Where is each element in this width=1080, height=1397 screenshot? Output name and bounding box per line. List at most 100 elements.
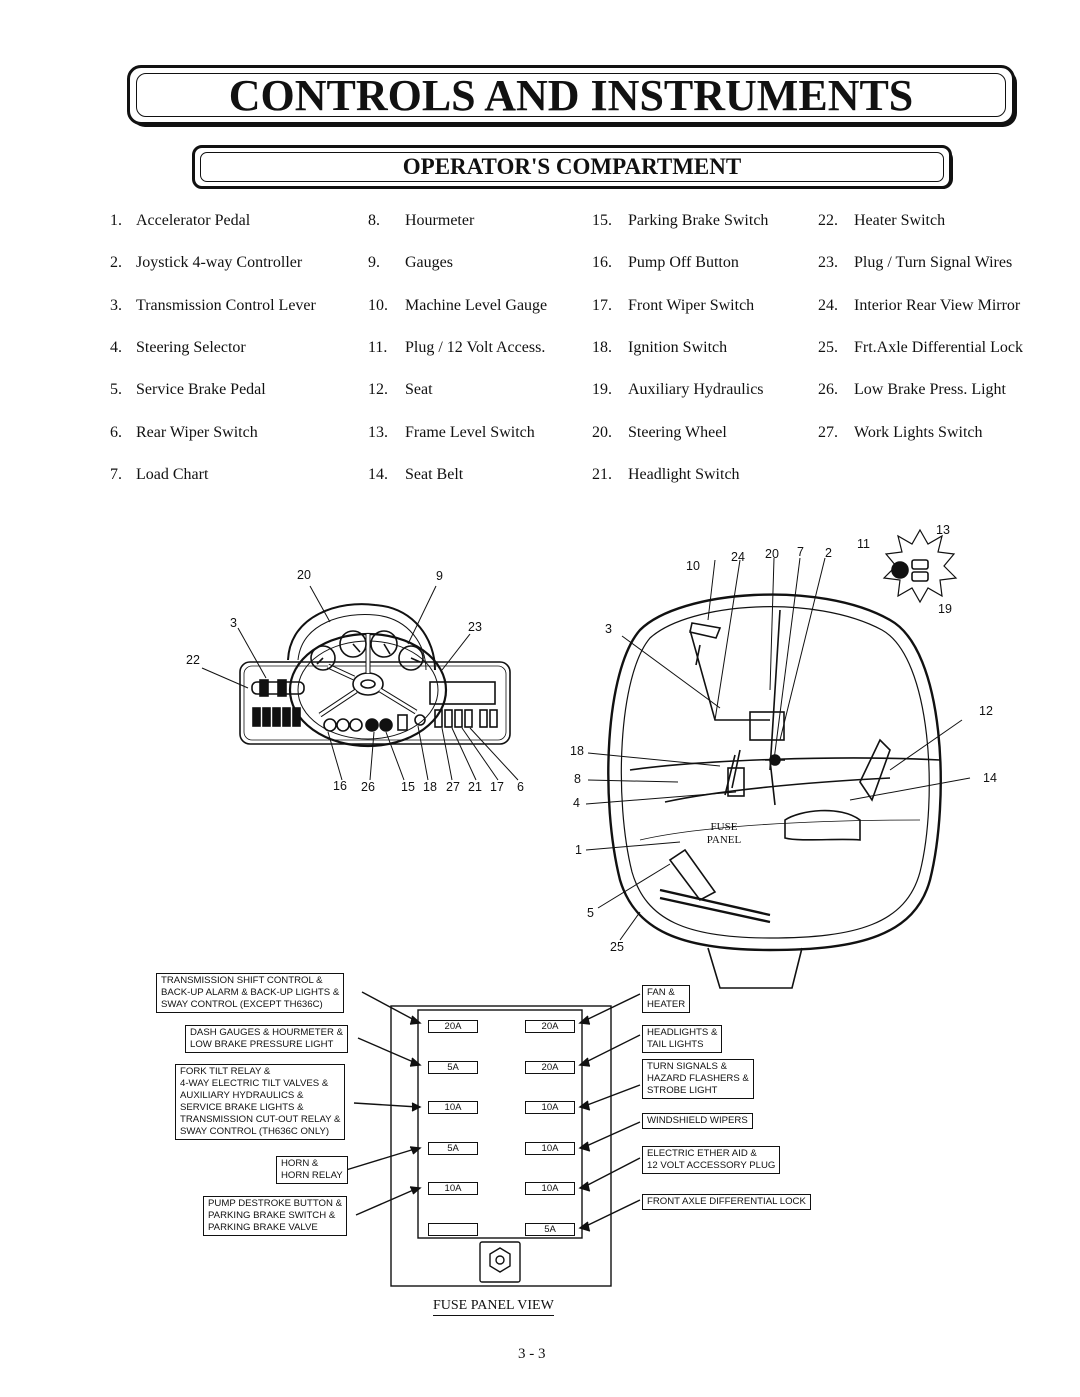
cab-callout-25: 25 (610, 940, 624, 954)
legend-item: 8.Hourmeter (368, 212, 474, 230)
legend-item: 26.Low Brake Press. Light (818, 381, 1006, 399)
title-banner-inner-border (136, 73, 1006, 117)
legend-label: Heater Switch (854, 212, 946, 229)
dash-callout-21: 21 (468, 780, 482, 794)
legend-label: Parking Brake Switch (628, 212, 769, 229)
legend-number: 3. (110, 297, 122, 314)
fuse-panel-diagram (345, 991, 641, 1287)
legend-label: Frt.Axle Differential Lock (854, 339, 1023, 356)
legend-label: Steering Wheel (628, 424, 727, 441)
legend-label: Machine Level Gauge (405, 297, 548, 314)
legend-item: 17.Front Wiper Switch (592, 297, 754, 315)
right-fuse: 5A (525, 1223, 575, 1236)
fuse-panel-caption: FUSE PANEL VIEW (433, 1298, 554, 1316)
legend-label: Service Brake Pedal (136, 381, 266, 398)
cab-callout-7: 7 (797, 545, 804, 559)
cab-callout-12: 12 (979, 704, 993, 718)
legend-label: Steering Selector (136, 339, 246, 356)
fuse-circuit-right-label-box: ELECTRIC ETHER AID &12 VOLT ACCESSORY PL… (642, 1146, 781, 1174)
legend-item: 20.Steering Wheel (592, 424, 727, 442)
legend-label: Load Chart (136, 466, 209, 483)
legend-number: 25. (818, 339, 838, 356)
legend-item: 6.Rear Wiper Switch (110, 424, 258, 442)
cab-callout-4: 4 (573, 796, 580, 810)
legend-item: 11.Plug / 12 Volt Access. (368, 339, 545, 357)
cab-callout-19: 19 (938, 602, 952, 616)
fuse-circuit-right-label-line: TURN SIGNALS & (647, 1061, 727, 1072)
fuse-circuit-right-label-line: STROBE LIGHT (647, 1085, 718, 1096)
fuse-circuit-left-label-box: TRANSMISSION SHIFT CONTROL &BACK-UP ALAR… (156, 973, 345, 1013)
fuse-circuit-right-label-line: HEATER (647, 999, 686, 1010)
legend-label: Work Lights Switch (854, 424, 983, 441)
cab-callout-1: 1 (575, 843, 582, 857)
legend-label: Gauges (405, 254, 453, 271)
title-banner: CONTROLS AND INSTRUMENTS (127, 65, 1015, 125)
fuse-circuit-left-label-line: PARKING BRAKE VALVE (208, 1222, 318, 1233)
fuse-circuit-left-label-line: TRANSMISSION CUT-OUT RELAY & (180, 1114, 341, 1125)
subtitle-banner-inner-border (200, 152, 944, 182)
right-fuse: 10A (525, 1101, 575, 1114)
legend-number: 13. (368, 424, 388, 441)
legend-label: Low Brake Press. Light (854, 381, 1006, 398)
dash-callout-18: 18 (423, 780, 437, 794)
legend-number: 1. (110, 212, 122, 229)
legend-item: 19. Auxiliary Hydraulics (592, 381, 764, 399)
legend-item: 13. Frame Level Switch (368, 424, 535, 442)
fuse-circuit-right-label-line: 12 VOLT ACCESSORY PLUG (647, 1160, 776, 1171)
legend-item: 25. Frt.Axle Differential Lock (818, 339, 1023, 357)
fuse-circuit-right-label-box: TURN SIGNALS &HAZARD FLASHERS &STROBE LI… (642, 1059, 754, 1099)
legend-label: Seat Belt (405, 466, 464, 483)
dash-callout-27: 27 (446, 780, 460, 794)
left-fuse (428, 1223, 478, 1236)
legend-label: Interior Rear View Mirror (854, 297, 1021, 314)
legend-number: 8. (368, 212, 380, 229)
cab-callout-11: 11 (857, 537, 870, 551)
dash-callout-16: 16 (333, 779, 347, 793)
legend-item: 18.Ignition Switch (592, 339, 727, 357)
legend-number: 2. (110, 254, 122, 271)
fuse-circuit-right-label-line: TAIL LIGHTS (647, 1039, 704, 1050)
fuse-circuit-right-label-line: FAN & (647, 987, 675, 998)
fuse-circuit-left-label-box: HORN &HORN RELAY (276, 1156, 348, 1184)
dash-callout-22: 22 (186, 653, 200, 667)
cab-callout-13: 13 (936, 523, 950, 537)
cab-callout-5: 5 (587, 906, 594, 920)
legend-item: 4. Steering Selector (110, 339, 246, 357)
fuse-circuit-right-label-line: HEADLIGHTS & (647, 1027, 718, 1038)
fuse-circuit-right-label-box: FAN &HEATER (642, 985, 691, 1013)
cab-callout-2: 2 (825, 546, 832, 560)
legend-number: 11. (368, 339, 388, 356)
legend-item: 9. Gauges (368, 254, 453, 272)
fuse-circuit-right-label-box: FRONT AXLE DIFFERENTIAL LOCK (642, 1194, 811, 1210)
fuse-circuit-left-label-line: LOW BRAKE PRESSURE LIGHT (190, 1039, 334, 1050)
legend-item: 3.Transmission Control Lever (110, 297, 316, 315)
right-fuse: 20A (525, 1061, 575, 1074)
fuse-circuit-right-label-line: HAZARD FLASHERS & (647, 1073, 749, 1084)
fuse-circuit-left-label-line: 4-WAY ELECTRIC TILT VALVES & (180, 1078, 329, 1089)
fuse-circuit-left-label-line: TRANSMISSION SHIFT CONTROL & (161, 975, 323, 986)
legend-item: 23.Plug / Turn Signal Wires (818, 254, 1012, 272)
legend-label: Auxiliary Hydraulics (628, 381, 764, 398)
fuse-circuit-left-label-line: SWAY CONTROL (EXCEPT TH636C) (161, 999, 323, 1010)
section-title: OPERATOR'S COMPARTMENT (402, 154, 742, 179)
legend-label: Ignition Switch (628, 339, 728, 356)
dash-callout-17: 17 (490, 780, 504, 794)
legend-number: 6. (110, 424, 122, 441)
legend-label: Frame Level Switch (405, 424, 535, 441)
dash-callout-15: 15 (401, 780, 415, 794)
right-fuse: 20A (525, 1020, 575, 1033)
legend-number: 19. (592, 381, 612, 398)
legend-label: Joystick 4-way Controller (136, 254, 303, 271)
legend-number: 24. (818, 297, 838, 314)
legend-number: 12. (368, 381, 388, 398)
legend-number: 9. (368, 254, 380, 271)
legend-number: 22. (818, 212, 838, 229)
legend-number: 10. (368, 297, 388, 314)
fuse-circuit-left-label-box: DASH GAUGES & HOURMETER &LOW BRAKE PRESS… (185, 1025, 348, 1053)
legend-item: 24. Interior Rear View Mirror (818, 297, 1020, 315)
legend-number: 4. (110, 339, 122, 356)
legend-label: Pump Off Button (628, 254, 739, 271)
fuse-circuit-left-label-line: FORK TILT RELAY & (180, 1066, 271, 1077)
left-fuse: 10A (428, 1101, 478, 1114)
dash-callout-9: 9 (436, 569, 443, 583)
